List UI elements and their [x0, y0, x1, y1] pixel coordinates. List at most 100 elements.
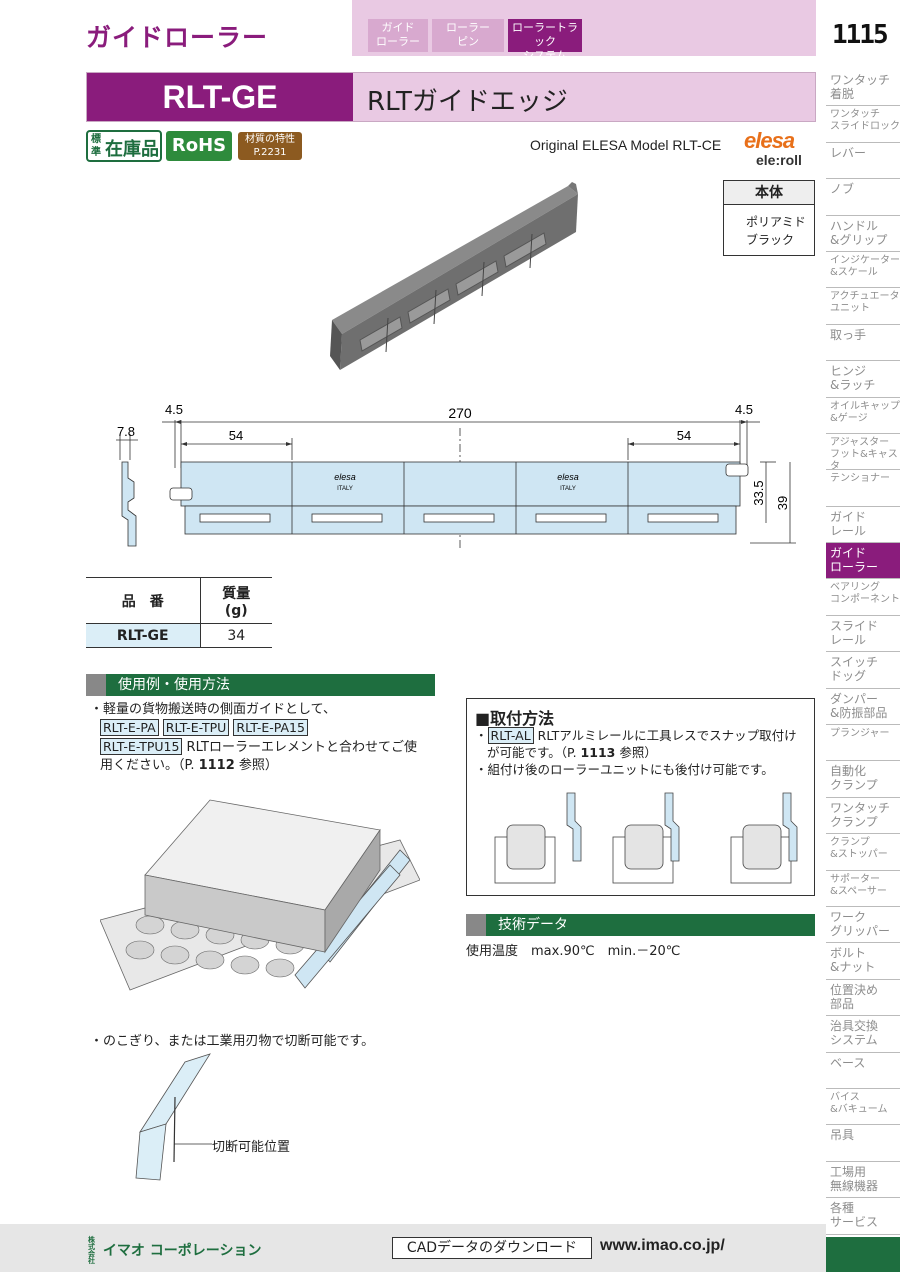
spec-table: 品 番 質量 (g) RLT-GE 34	[86, 577, 272, 648]
mounting-page-ref[interactable]: 1113	[580, 745, 616, 760]
side-index-item[interactable]: ベアリング コンポーネント	[826, 579, 900, 616]
side-index-item[interactable]: テンショナー	[826, 470, 900, 507]
company-kk: 株式会社	[88, 1236, 95, 1265]
side-index-item[interactable]: 位置決め 部品	[826, 980, 900, 1017]
usage-line-2: RLTローラーエレメントと合わせてご使	[182, 740, 417, 755]
company-label: イマオ コーポレーション	[102, 1243, 262, 1259]
rohs-badge: RoHS	[166, 131, 232, 161]
elesa-logo: elesa	[744, 128, 795, 153]
side-index-item[interactable]: ハンドル &グリップ	[826, 216, 900, 252]
cut-note: ・のこぎり、または工業用刃物で切断可能です。	[90, 1034, 375, 1049]
product-image	[330, 182, 578, 370]
product-banner: RLT-GE RLTガイドエッジ	[86, 72, 816, 122]
side-index-item[interactable]: クランプ &ストッパー	[826, 834, 900, 871]
original-model-text: Original ELESA Model RLT-CE	[530, 137, 722, 153]
material-properties-badge[interactable]: 材質の特性 P.2231	[238, 132, 302, 160]
stock-badge-label: 在庫品	[105, 139, 159, 160]
product-code: RLT-GE	[87, 73, 353, 121]
usage-section-heading: 使用例・使用方法	[86, 674, 435, 696]
material-color: ブラック	[746, 233, 795, 247]
dim-right-margin: 4.5	[735, 402, 753, 417]
page-number: 1115	[832, 20, 889, 50]
side-index-item[interactable]: 工場用 無線機器	[826, 1162, 900, 1199]
tab-label: ガイド ローラー	[376, 21, 420, 48]
cad-download-button[interactable]: CADデータのダウンロード	[392, 1237, 592, 1259]
spec-col-code: 品 番	[86, 577, 201, 624]
side-index-item[interactable]: プランジャー	[826, 725, 900, 762]
model-tag-rlt-e-tpu15[interactable]: RLT-E-TPU15	[100, 738, 183, 755]
side-index-item[interactable]: ダンパー &防振部品	[826, 689, 900, 726]
dim-left-segment: 54	[229, 428, 243, 443]
side-index-item[interactable]: 治具交換 システム	[826, 1016, 900, 1053]
model-tag-rlt-e-pa15[interactable]: RLT-E-PA15	[233, 719, 308, 736]
side-index-item[interactable]: アジャスター フット&キャスタ	[826, 434, 900, 471]
dim-left-margin: 4.5	[165, 402, 183, 417]
side-index-footer-block	[826, 1237, 900, 1272]
side-index-item[interactable]: アクチュエータ ユニット	[826, 288, 900, 325]
side-index-item[interactable]: ボルト &ナット	[826, 943, 900, 980]
model-tag-rlt-al[interactable]: RLT-AL	[487, 727, 534, 744]
side-index-item[interactable]: スライド レール	[826, 616, 900, 653]
tech-data-heading: 技術データ	[466, 914, 815, 936]
material-table-body: ポリアミド ブラック	[724, 205, 814, 255]
mounting-steps-illustration	[494, 792, 798, 884]
mounting-title: ■取付方法	[475, 709, 555, 728]
dim-right-segment: 54	[677, 428, 691, 443]
usage-page-ref[interactable]: 1112	[198, 758, 235, 773]
side-index-item[interactable]: ワンタッチ 着脱	[826, 70, 900, 107]
italy-mark-2: ITALY	[560, 486, 576, 492]
usage-line-3b: 参照）	[234, 758, 278, 773]
dimension-drawing: 270 4.5 4.5 54 54 7.8 33.5 39 elesa ITAL…	[116, 402, 796, 548]
cut-illustration	[135, 1053, 212, 1181]
side-index-item[interactable]: 各種 サービス	[826, 1198, 900, 1235]
product-name: RLTガイドエッジ	[367, 87, 568, 117]
model-tag-rlt-e-pa[interactable]: RLT-E-PA	[100, 719, 159, 736]
side-index-item[interactable]: ワーク グリッパー	[826, 907, 900, 944]
side-index: ワンタッチ 着脱ワンタッチ スライドロックレバーノブハンドル &グリップインジケ…	[826, 70, 900, 1235]
side-index-item[interactable]: オイルキャップ &ゲージ	[826, 398, 900, 434]
side-index-item[interactable]: 取っ手	[826, 325, 900, 362]
side-index-item[interactable]: ワンタッチ スライドロック	[826, 106, 900, 143]
side-index-item[interactable]: 吊具	[826, 1125, 900, 1162]
mounting-method-box: ■取付方法 ・RLT-AL RLTアルミレールに工具レスでスナップ取付け が可能…	[466, 698, 815, 896]
usage-text: ・軽量の貨物搬送時の側面ガイドとして、 RLT-E-PA RLT-E-TPU R…	[90, 701, 440, 775]
material-table-header: 本体	[724, 181, 814, 205]
spec-col-mass-unit: (g)	[224, 602, 248, 619]
side-index-item[interactable]: ベース	[826, 1053, 900, 1089]
mounting-line-2a: が可能です。（P.	[487, 745, 581, 760]
mounting-line-2b: 参照）	[615, 745, 657, 760]
tab-label: ローラー ピン	[446, 21, 490, 48]
material-name: ポリアミド	[746, 215, 806, 229]
side-index-item[interactable]: ワンタッチ クランプ	[826, 798, 900, 835]
side-index-item[interactable]: ガイド レール	[826, 507, 900, 544]
side-index-item[interactable]: バイス &バキューム	[826, 1089, 900, 1126]
company-name[interactable]: 株式会社 イマオ コーポレーション	[88, 1237, 261, 1265]
tab-roller-track-system[interactable]: ローラートラック システム	[508, 19, 582, 62]
website-link[interactable]: www.imao.co.jp/	[600, 1237, 725, 1254]
table-row: RLT-GE 34	[86, 623, 272, 648]
dim-profile-width: 7.8	[117, 424, 135, 439]
tab-guide-roller[interactable]: ガイド ローラー	[368, 19, 428, 52]
elesa-mark-2: elesa	[557, 472, 579, 482]
elesa-mark-1: elesa	[334, 472, 356, 482]
cut-position-label: 切断可能位置	[212, 1140, 291, 1155]
side-index-item[interactable]: ヒンジ &ラッチ	[826, 361, 900, 398]
material-badge-page: P.2231	[253, 147, 287, 158]
material-table: 本体 ポリアミド ブラック	[723, 180, 815, 256]
spec-row-mass: 34	[200, 623, 272, 648]
usage-line-1: ・軽量の貨物搬送時の側面ガイドとして、	[90, 702, 336, 717]
model-tag-rlt-e-tpu[interactable]: RLT-E-TPU	[162, 719, 230, 736]
side-index-item[interactable]: ガイド ローラー	[826, 543, 900, 580]
spec-col-mass-label: 質量	[222, 585, 251, 602]
side-index-item[interactable]: サポーター &スペーサー	[826, 871, 900, 907]
side-index-item[interactable]: 自動化 クランプ	[826, 761, 900, 798]
side-index-item[interactable]: レバー	[826, 143, 900, 180]
tab-roller-pin[interactable]: ローラー ピン	[432, 19, 504, 52]
side-index-item[interactable]: インジケーター &スケール	[826, 252, 900, 289]
tech-data-text: 使用温度 max.90℃ min.－20℃	[466, 944, 681, 959]
material-badge-label: 材質の特性	[245, 134, 295, 145]
side-index-item[interactable]: ノブ	[826, 179, 900, 216]
side-index-item[interactable]: スイッチ ドッグ	[826, 652, 900, 689]
dim-total-length: 270	[448, 405, 472, 421]
spec-col-mass: 質量 (g)	[200, 577, 272, 624]
